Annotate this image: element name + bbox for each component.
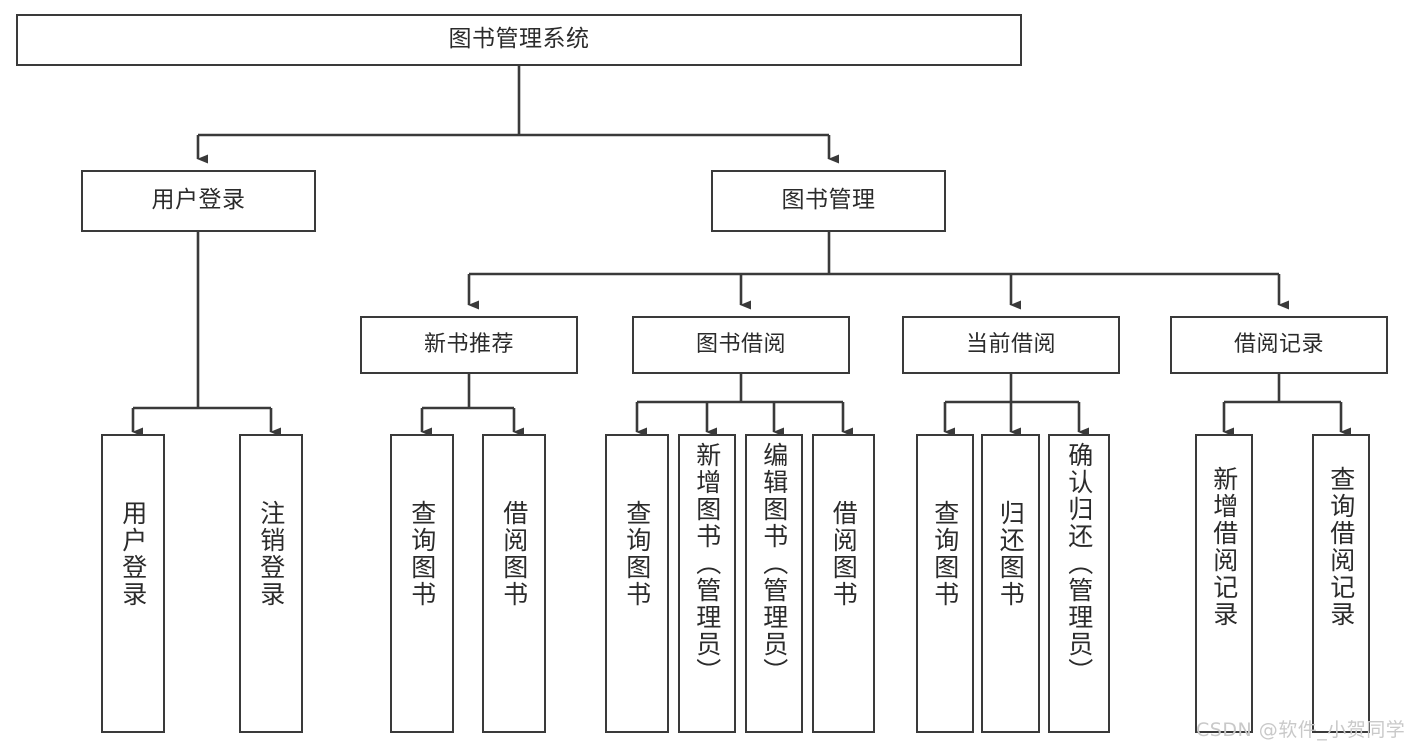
node-new-book-recommend[interactable]: 新书推荐 [360, 316, 578, 374]
leaf-current-borrow-confirm-return-admin[interactable]: 确认归还（管理员） [1048, 434, 1110, 733]
leaf-user-login-login[interactable]: 用户登录 [101, 434, 165, 733]
node-label: 图书管理系统 [448, 26, 590, 53]
node-root-book-management-system[interactable]: 图书管理系统 [16, 14, 1022, 66]
leaf-current-borrow-query-book[interactable]: 查询图书 [916, 434, 974, 733]
node-label: 当前借阅 [965, 332, 1056, 358]
leaf-current-borrow-return-book[interactable]: 归还图书 [981, 434, 1040, 733]
node-label: 图书借阅 [695, 332, 786, 358]
node-label: 图书管理 [781, 187, 876, 214]
node-label: 借阅图书 [829, 500, 859, 608]
node-label: 新增图书（管理员） [692, 442, 722, 685]
node-user-login[interactable]: 用户登录 [81, 170, 316, 232]
csdn-watermark: CSDN @软件_小贺同学 [1196, 719, 1405, 741]
node-label: 查询借阅记录 [1326, 466, 1356, 628]
node-label: 借阅记录 [1233, 332, 1324, 358]
leaf-user-login-logout[interactable]: 注销登录 [239, 434, 303, 733]
node-label: 注销登录 [256, 500, 286, 608]
node-book-borrow[interactable]: 图书借阅 [632, 316, 850, 374]
leaf-book-borrow-query-book[interactable]: 查询图书 [605, 434, 669, 733]
node-label: 查询图书 [407, 500, 437, 608]
node-label: 归还图书 [996, 500, 1026, 608]
node-label: 用户登录 [118, 500, 148, 608]
leaf-book-borrow-add-book-admin[interactable]: 新增图书（管理员） [678, 434, 736, 733]
leaf-new-book-query-book[interactable]: 查询图书 [390, 434, 454, 733]
leaf-borrow-record-query-record[interactable]: 查询借阅记录 [1312, 434, 1370, 733]
node-book-management[interactable]: 图书管理 [711, 170, 946, 232]
node-current-borrow[interactable]: 当前借阅 [902, 316, 1120, 374]
node-label: 确认归还（管理员） [1064, 442, 1094, 685]
node-borrow-record[interactable]: 借阅记录 [1170, 316, 1388, 374]
node-label: 查询图书 [622, 500, 652, 608]
node-label: 借阅图书 [499, 500, 529, 608]
node-label: 新书推荐 [423, 332, 514, 358]
leaf-borrow-record-add-record[interactable]: 新增借阅记录 [1195, 434, 1253, 733]
node-label: 查询图书 [930, 500, 960, 608]
node-label: 新增借阅记录 [1209, 466, 1239, 628]
node-label: 用户登录 [151, 187, 246, 214]
leaf-book-borrow-borrow-book[interactable]: 借阅图书 [812, 434, 875, 733]
leaf-book-borrow-edit-book-admin[interactable]: 编辑图书（管理员） [745, 434, 803, 733]
leaf-new-book-borrow-book[interactable]: 借阅图书 [482, 434, 546, 733]
node-label: 编辑图书（管理员） [759, 442, 789, 685]
